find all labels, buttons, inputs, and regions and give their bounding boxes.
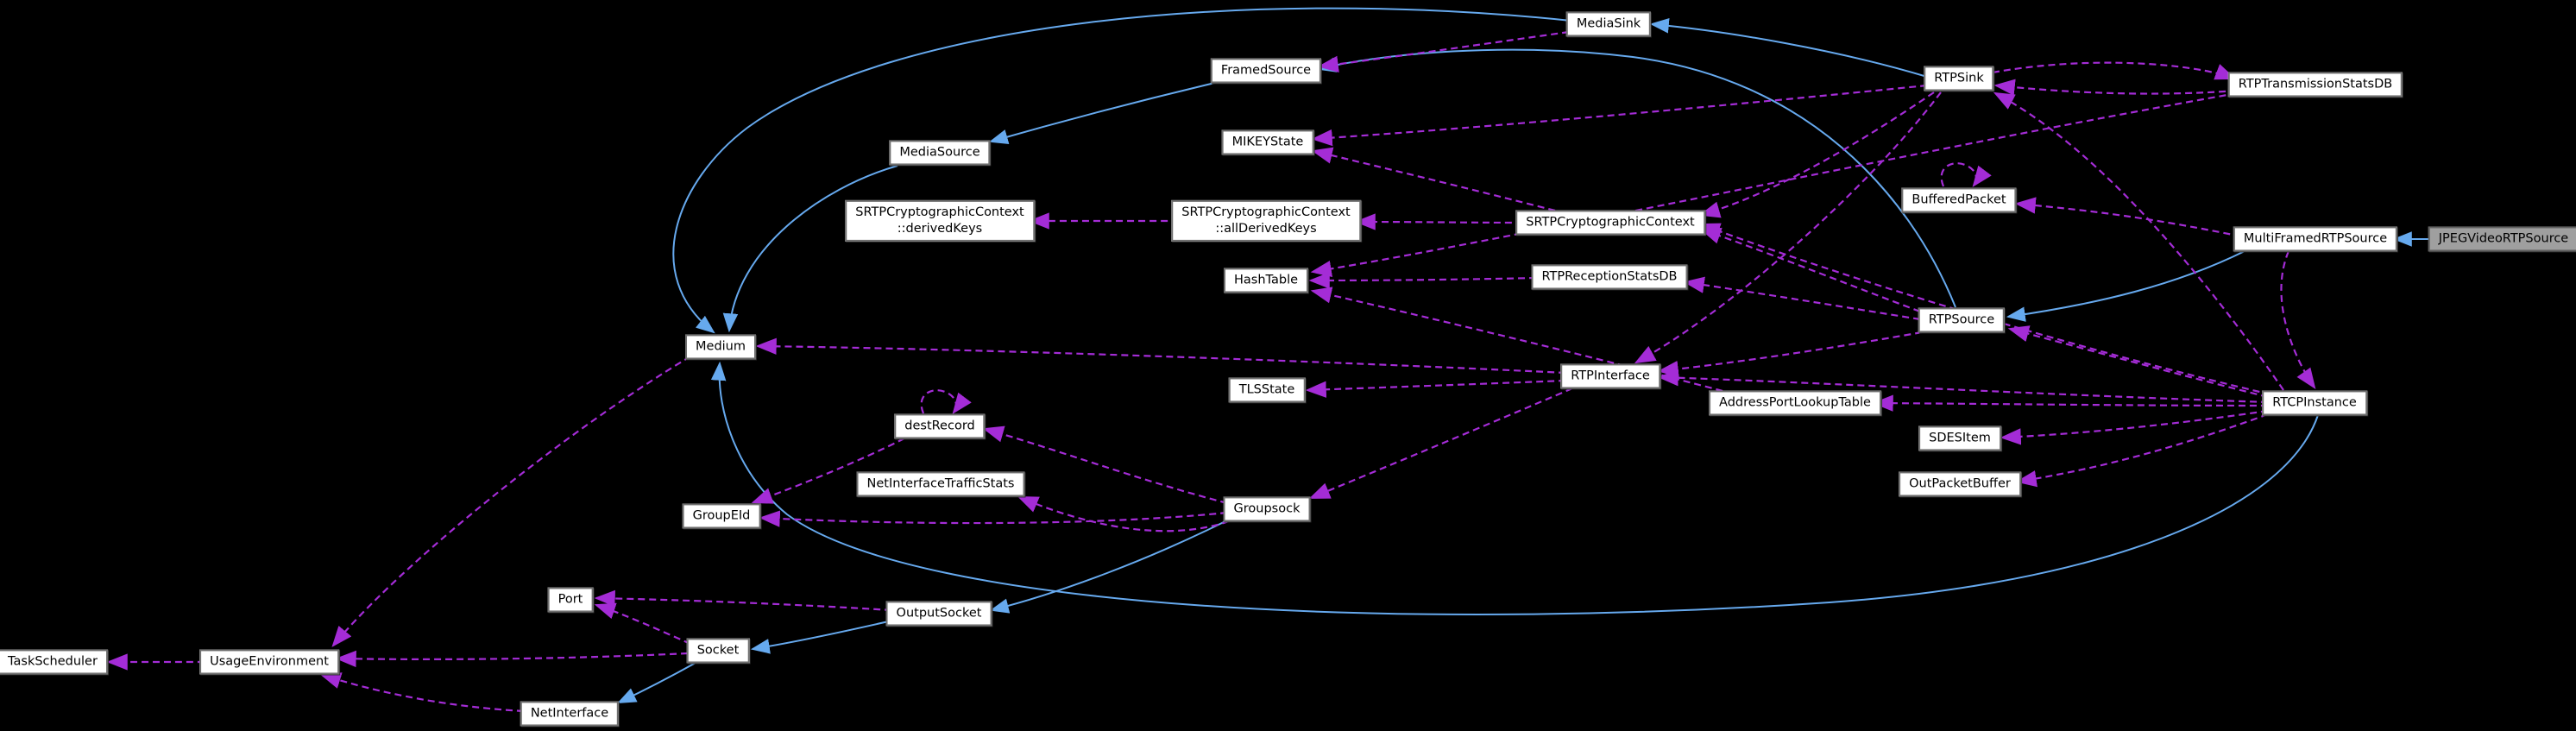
edge-OutputSocket-Port — [594, 589, 892, 612]
node-medium[interactable]: Medium — [685, 334, 756, 360]
edge-RTCPInstance-AddressPortLookupTable — [1872, 394, 2269, 412]
node-usageenvironment[interactable]: UsageEnvironment — [199, 649, 339, 675]
edge-MultiFramedRTPSource-BufferedPacket — [2014, 197, 2242, 238]
edge-RTCPInstance-SRTPCryptographicContext — [1698, 223, 2271, 396]
node-hashtable[interactable]: HashTable — [1223, 268, 1309, 293]
edge-MultiFramedRTPSource-RTPSource — [2006, 250, 2245, 322]
edge-RTPSource-FramedSource — [1316, 48, 1956, 308]
node-mediasource[interactable]: MediaSource — [889, 140, 991, 166]
edge-RTPReceptionStatsDB-HashTable — [1308, 272, 1537, 289]
edge-destRecord-GroupEId — [751, 438, 905, 504]
edge-RTPSink-RTPInterface — [1634, 91, 1942, 364]
node-netinterfacetrafficstats[interactable]: NetInterfaceTrafficStats — [856, 471, 1025, 497]
edge-RTPSink-SRTPCryptographicContext — [1698, 91, 1935, 218]
node-groupsock[interactable]: Groupsock — [1223, 496, 1311, 522]
node-rtpsink[interactable]: RTPSink — [1924, 66, 1994, 91]
edge-RTPInterface-TLSState — [1305, 379, 1566, 398]
edge-RTCPInstance-RTPSource — [2007, 325, 2269, 399]
node-rtpreceptionstatsdb[interactable]: RTPReceptionStatsDB — [1531, 264, 1688, 290]
edge-Groupsock-OutputSocket — [989, 519, 1230, 614]
node-netinterface[interactable]: NetInterface — [520, 701, 620, 727]
edge-RTPSource-RTPInterface — [1657, 331, 1923, 378]
node-mediasink[interactable]: MediaSink — [1565, 11, 1652, 37]
edge-RTCPInstance-OutPacketBuffer — [2015, 413, 2269, 488]
edge-Groupsock-GroupEId — [759, 510, 1228, 527]
edge-RTPInterface-Medium — [755, 337, 1566, 375]
edge-RTPInterface-Groupsock — [1308, 387, 1573, 500]
node-framedsource[interactable]: FramedSource — [1210, 58, 1322, 84]
node-outputsocket[interactable]: OutputSocket — [885, 601, 992, 627]
node-socket[interactable]: Socket — [686, 638, 750, 664]
node-rtcpinstance[interactable]: RTCPInstance — [2262, 390, 2367, 416]
edge-RTPTransmissionStatsDB-HashTable — [1310, 91, 2238, 278]
edge-Socket-NetInterface — [617, 662, 696, 703]
node-rtpinterface[interactable]: RTPInterface — [1560, 363, 1660, 389]
node-srtpcryptographiccontext[interactable]: SRTPCryptographicContext — [1515, 210, 1705, 236]
edge-RTPSource-SRTPCryptographicContext — [1699, 227, 1921, 313]
edge-MultiFramedRTPSource-RTCPInstance — [2280, 250, 2316, 389]
node-taskscheduler[interactable]: TaskScheduler — [0, 649, 108, 675]
edge-Groupsock-destRecord — [982, 425, 1228, 505]
edge-RTPSink-MIKEYState — [1311, 84, 1928, 147]
node-groupeid[interactable]: GroupEId — [682, 503, 761, 529]
node-tlsstate[interactable]: TLSState — [1228, 377, 1306, 403]
node-rtpsource[interactable]: RTPSource — [1918, 307, 2006, 333]
node-jpegvideortpsource: JPEGVideoRTPSource — [2428, 226, 2576, 252]
node-addressportlookuptable[interactable]: AddressPortLookupTable — [1709, 390, 1881, 416]
node-srtp-allderivedkeys[interactable]: SRTPCryptographicContext ::allDerivedKey… — [1171, 199, 1361, 243]
edge-MediaSource-Medium — [722, 165, 898, 333]
node-sdesitem[interactable]: SDESItem — [1918, 425, 2001, 451]
node-bufferedpacket[interactable]: BufferedPacket — [1901, 187, 2017, 213]
edge-OutputSocket-Socket — [750, 620, 893, 654]
edge-destRecord-self — [920, 389, 972, 414]
edge-Medium-UsageEnvironment — [331, 356, 691, 647]
edge-Socket-Port — [594, 602, 691, 646]
node-rtptransmissionstatsdb[interactable]: RTPTransmissionStatsDB — [2227, 72, 2403, 98]
edge-RTPSink-MediaSink — [1649, 18, 1928, 78]
node-destrecord[interactable]: destRecord — [894, 413, 986, 439]
edge-SRTPCryptographicContext-allDerivedKeys — [1354, 213, 1524, 230]
edge-MediaSink-Medium — [672, 7, 1571, 334]
node-port[interactable]: Port — [547, 587, 594, 613]
node-multiframedrtpsource[interactable]: MultiFramedRTPSource — [2233, 226, 2398, 252]
edge-AddressPortLookupTable-HashTable — [1310, 287, 1723, 393]
node-srtp-derivedkeys[interactable]: SRTPCryptographicContext ::derivedKeys — [845, 199, 1035, 243]
node-mikeystate[interactable]: MIKEYState — [1221, 129, 1314, 155]
edge-RTCPInstance-RTPSink — [1993, 91, 2284, 391]
edge-Socket-UsageEnvironment — [335, 650, 689, 668]
edge-MediaSink-FramedSource — [1317, 30, 1570, 72]
edge-RTCPInstance-RTPInterface — [1657, 369, 2269, 404]
edge-Groupsock-NetInterfaceTrafficStats — [1017, 495, 1230, 532]
edge-FramedSource-MediaSource — [988, 81, 1219, 145]
edge-NetInterface-UsageEnvironment — [319, 672, 525, 713]
node-outpacketbuffer[interactable]: OutPacketBuffer — [1899, 471, 2021, 497]
edge-RTPTransmissionStatsDB-RTPSink — [1993, 79, 2238, 96]
edge-RTCPInstance-SDESItem — [2000, 409, 2269, 445]
edge-RTPSource-RTPReceptionStatsDB — [1683, 276, 1921, 321]
edge-BufferedPacket-self — [1940, 162, 1992, 187]
edge-RTPSink-RTPTransmissionStatsDB — [1992, 61, 2237, 80]
